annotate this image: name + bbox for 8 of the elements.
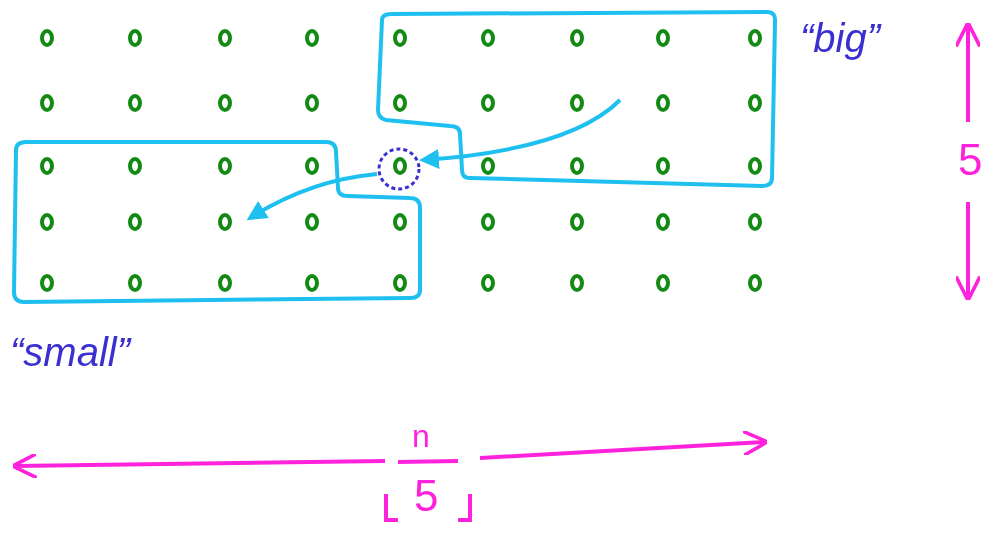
dimension-label: 5 (958, 138, 983, 182)
dimension-label: n (412, 420, 430, 452)
arrow (246, 172, 378, 221)
arrow (419, 98, 622, 169)
dimension-label: 5 (414, 474, 439, 518)
group-label: “small” (10, 332, 130, 372)
group-label: “big” (800, 18, 881, 58)
circled-dot (376, 146, 422, 192)
